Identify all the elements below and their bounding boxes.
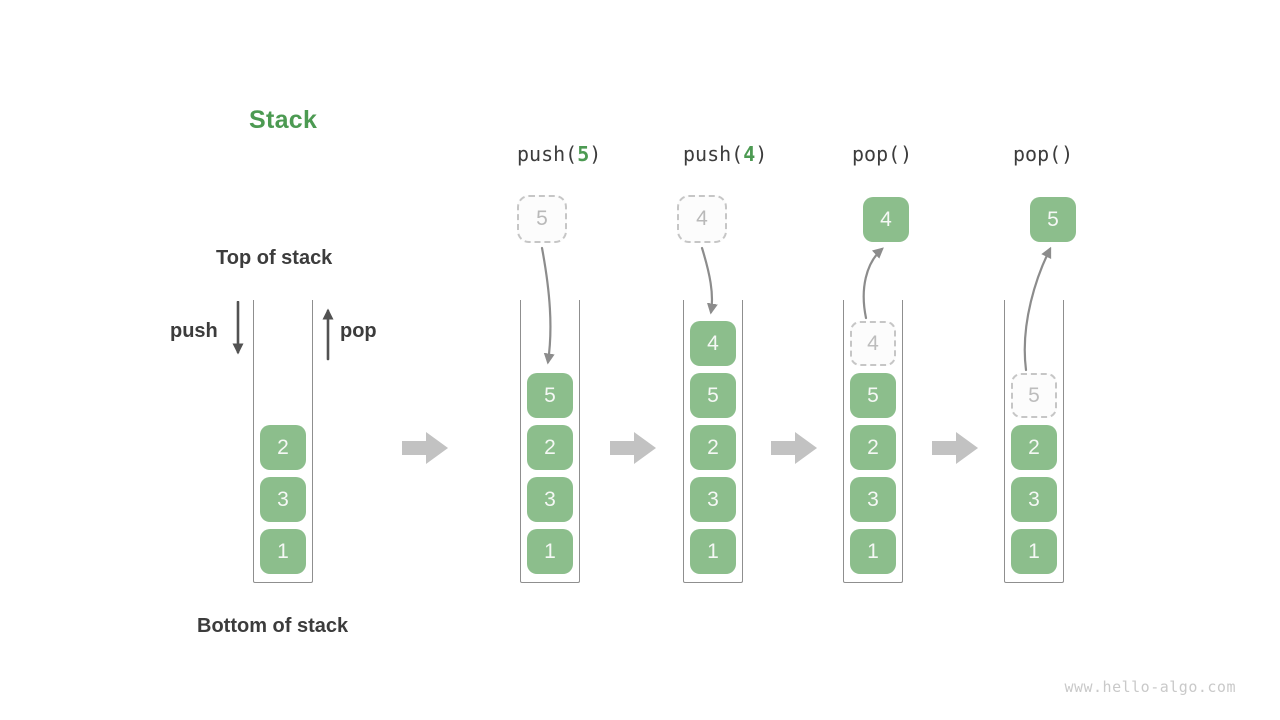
- bottom-of-stack-label: Bottom of stack: [197, 615, 349, 637]
- operation-label-push5: push(5): [517, 142, 601, 166]
- stack-item: 2: [527, 425, 573, 470]
- op-name: pop(: [1013, 142, 1062, 166]
- stack-item: 2: [690, 425, 736, 470]
- pop-curve-arrow-icon: [1023, 246, 1052, 372]
- operation-label-pop1: pop(): [852, 142, 912, 166]
- stack-item: 1: [260, 529, 306, 574]
- popped-element-value: 4: [880, 207, 892, 231]
- stack-after-pop2: 5 2 3 1: [1004, 300, 1064, 583]
- op-close: ): [900, 142, 913, 166]
- push-curve-arrow-icon: [540, 246, 555, 365]
- stack-item-removed: 4: [850, 321, 896, 366]
- stack-initial: 2 3 1: [253, 300, 313, 583]
- stack-after-pop1: 4 5 2 3 1: [843, 300, 903, 583]
- stack-item: 3: [260, 477, 306, 522]
- stack-item: 2: [850, 425, 896, 470]
- stack-item-removed: 5: [1011, 373, 1057, 418]
- push-down-arrow-icon: [232, 301, 244, 355]
- op-arg: 5: [577, 142, 590, 166]
- push-label: push: [170, 320, 218, 342]
- stack-item: 3: [850, 477, 896, 522]
- op-close: ): [755, 142, 768, 166]
- stack-item: 1: [527, 529, 573, 574]
- pop-curve-arrow-icon: [862, 247, 884, 320]
- popped-element: 4: [863, 197, 909, 242]
- stack-item: 3: [690, 477, 736, 522]
- pop-up-arrow-icon: [322, 308, 334, 361]
- operation-label-push4: push(4): [683, 142, 767, 166]
- push-curve-arrow-icon: [700, 246, 718, 315]
- stack-after-push4: 4 5 2 3 1: [683, 300, 743, 583]
- diagram-title: Stack: [249, 106, 318, 134]
- op-name: push(: [517, 142, 578, 166]
- stack-item: 1: [690, 529, 736, 574]
- op-close: ): [1061, 142, 1074, 166]
- op-close: ): [589, 142, 602, 166]
- stack-item: 3: [1011, 477, 1057, 522]
- stack-item: 1: [1011, 529, 1057, 574]
- stack-item: 2: [1011, 425, 1057, 470]
- step-arrow-icon: [402, 432, 448, 464]
- incoming-element-value: 4: [696, 207, 708, 230]
- stack-item: 5: [527, 373, 573, 418]
- incoming-element: 4: [677, 195, 727, 243]
- stack-item: 2: [260, 425, 306, 470]
- stack-item: 4: [690, 321, 736, 366]
- stack-item: 5: [690, 373, 736, 418]
- step-arrow-icon: [771, 432, 817, 464]
- op-arg: 4: [743, 142, 756, 166]
- watermark: www.hello-algo.com: [1064, 678, 1236, 696]
- popped-element-value: 5: [1047, 207, 1059, 231]
- op-name: pop(: [852, 142, 901, 166]
- step-arrow-icon: [610, 432, 656, 464]
- popped-element: 5: [1030, 197, 1076, 242]
- incoming-element-value: 5: [536, 207, 548, 230]
- stack-item: 5: [850, 373, 896, 418]
- top-of-stack-label: Top of stack: [216, 247, 333, 269]
- op-name: push(: [683, 142, 744, 166]
- stack-item: 3: [527, 477, 573, 522]
- pop-label: pop: [340, 320, 377, 342]
- step-arrow-icon: [932, 432, 978, 464]
- operation-label-pop2: pop(): [1013, 142, 1073, 166]
- incoming-element: 5: [517, 195, 567, 243]
- stack-after-push5: 5 2 3 1: [520, 300, 580, 583]
- stack-item: 1: [850, 529, 896, 574]
